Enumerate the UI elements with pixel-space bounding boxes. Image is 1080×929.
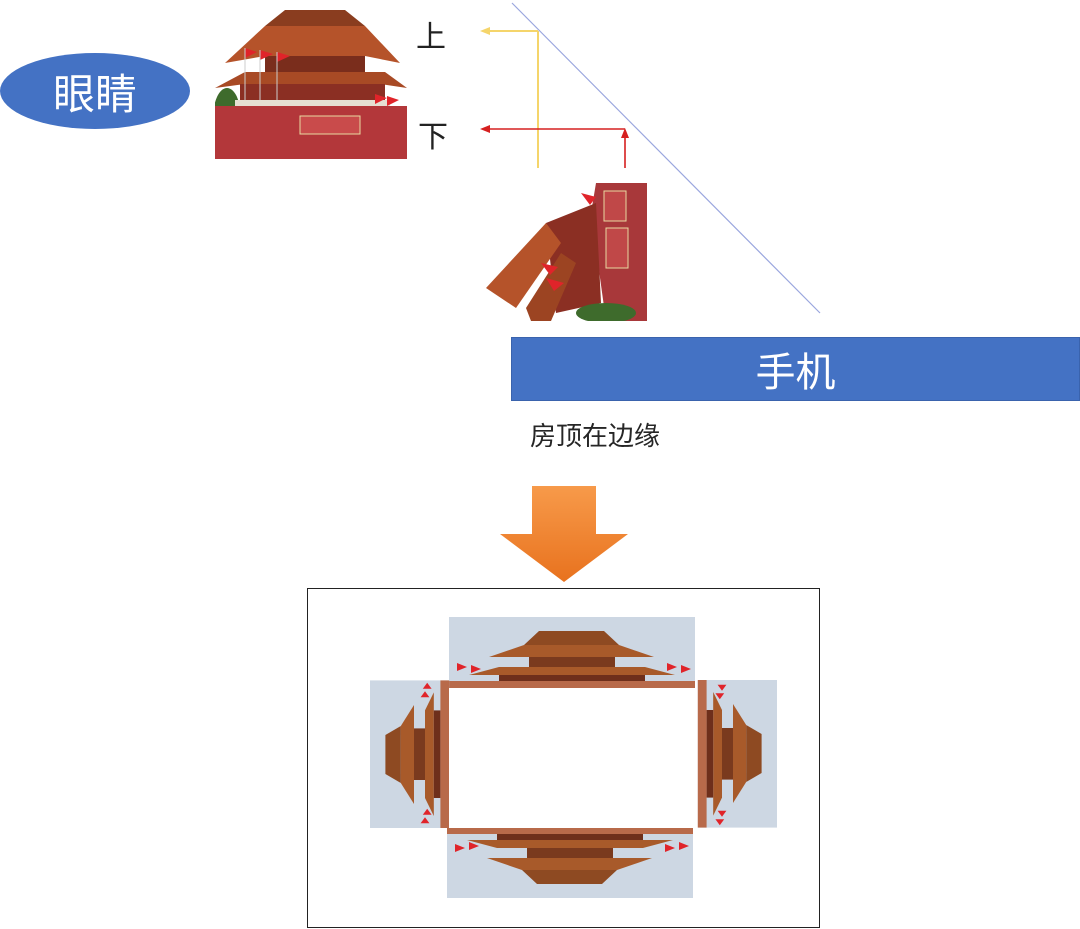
gate-tower-photo xyxy=(215,8,407,159)
ray-down-arrowhead xyxy=(480,125,490,133)
label-down: 下 xyxy=(418,120,448,155)
eyes-ellipse: 眼睛 xyxy=(0,53,190,129)
ray-diagram xyxy=(480,2,821,314)
gate-tower-icon-right xyxy=(697,680,777,828)
down-arrow-icon xyxy=(500,486,628,582)
gate-tower-icon-left xyxy=(370,680,450,828)
result-composite xyxy=(370,617,777,898)
gate-tower-icon-bottom xyxy=(447,826,693,898)
gate-tower-reflected-photo xyxy=(486,183,647,321)
label-up: 上 xyxy=(416,20,446,55)
caption: 房顶在边缘 xyxy=(530,422,661,452)
gate-tower-icon-top xyxy=(449,617,695,689)
eyes-label: 眼睛 xyxy=(52,69,137,119)
ray-up-arrowhead xyxy=(480,27,490,35)
phone-label: 手机 xyxy=(755,350,836,396)
phone-bar: 手机 xyxy=(511,337,1080,401)
sight-line xyxy=(511,2,821,314)
